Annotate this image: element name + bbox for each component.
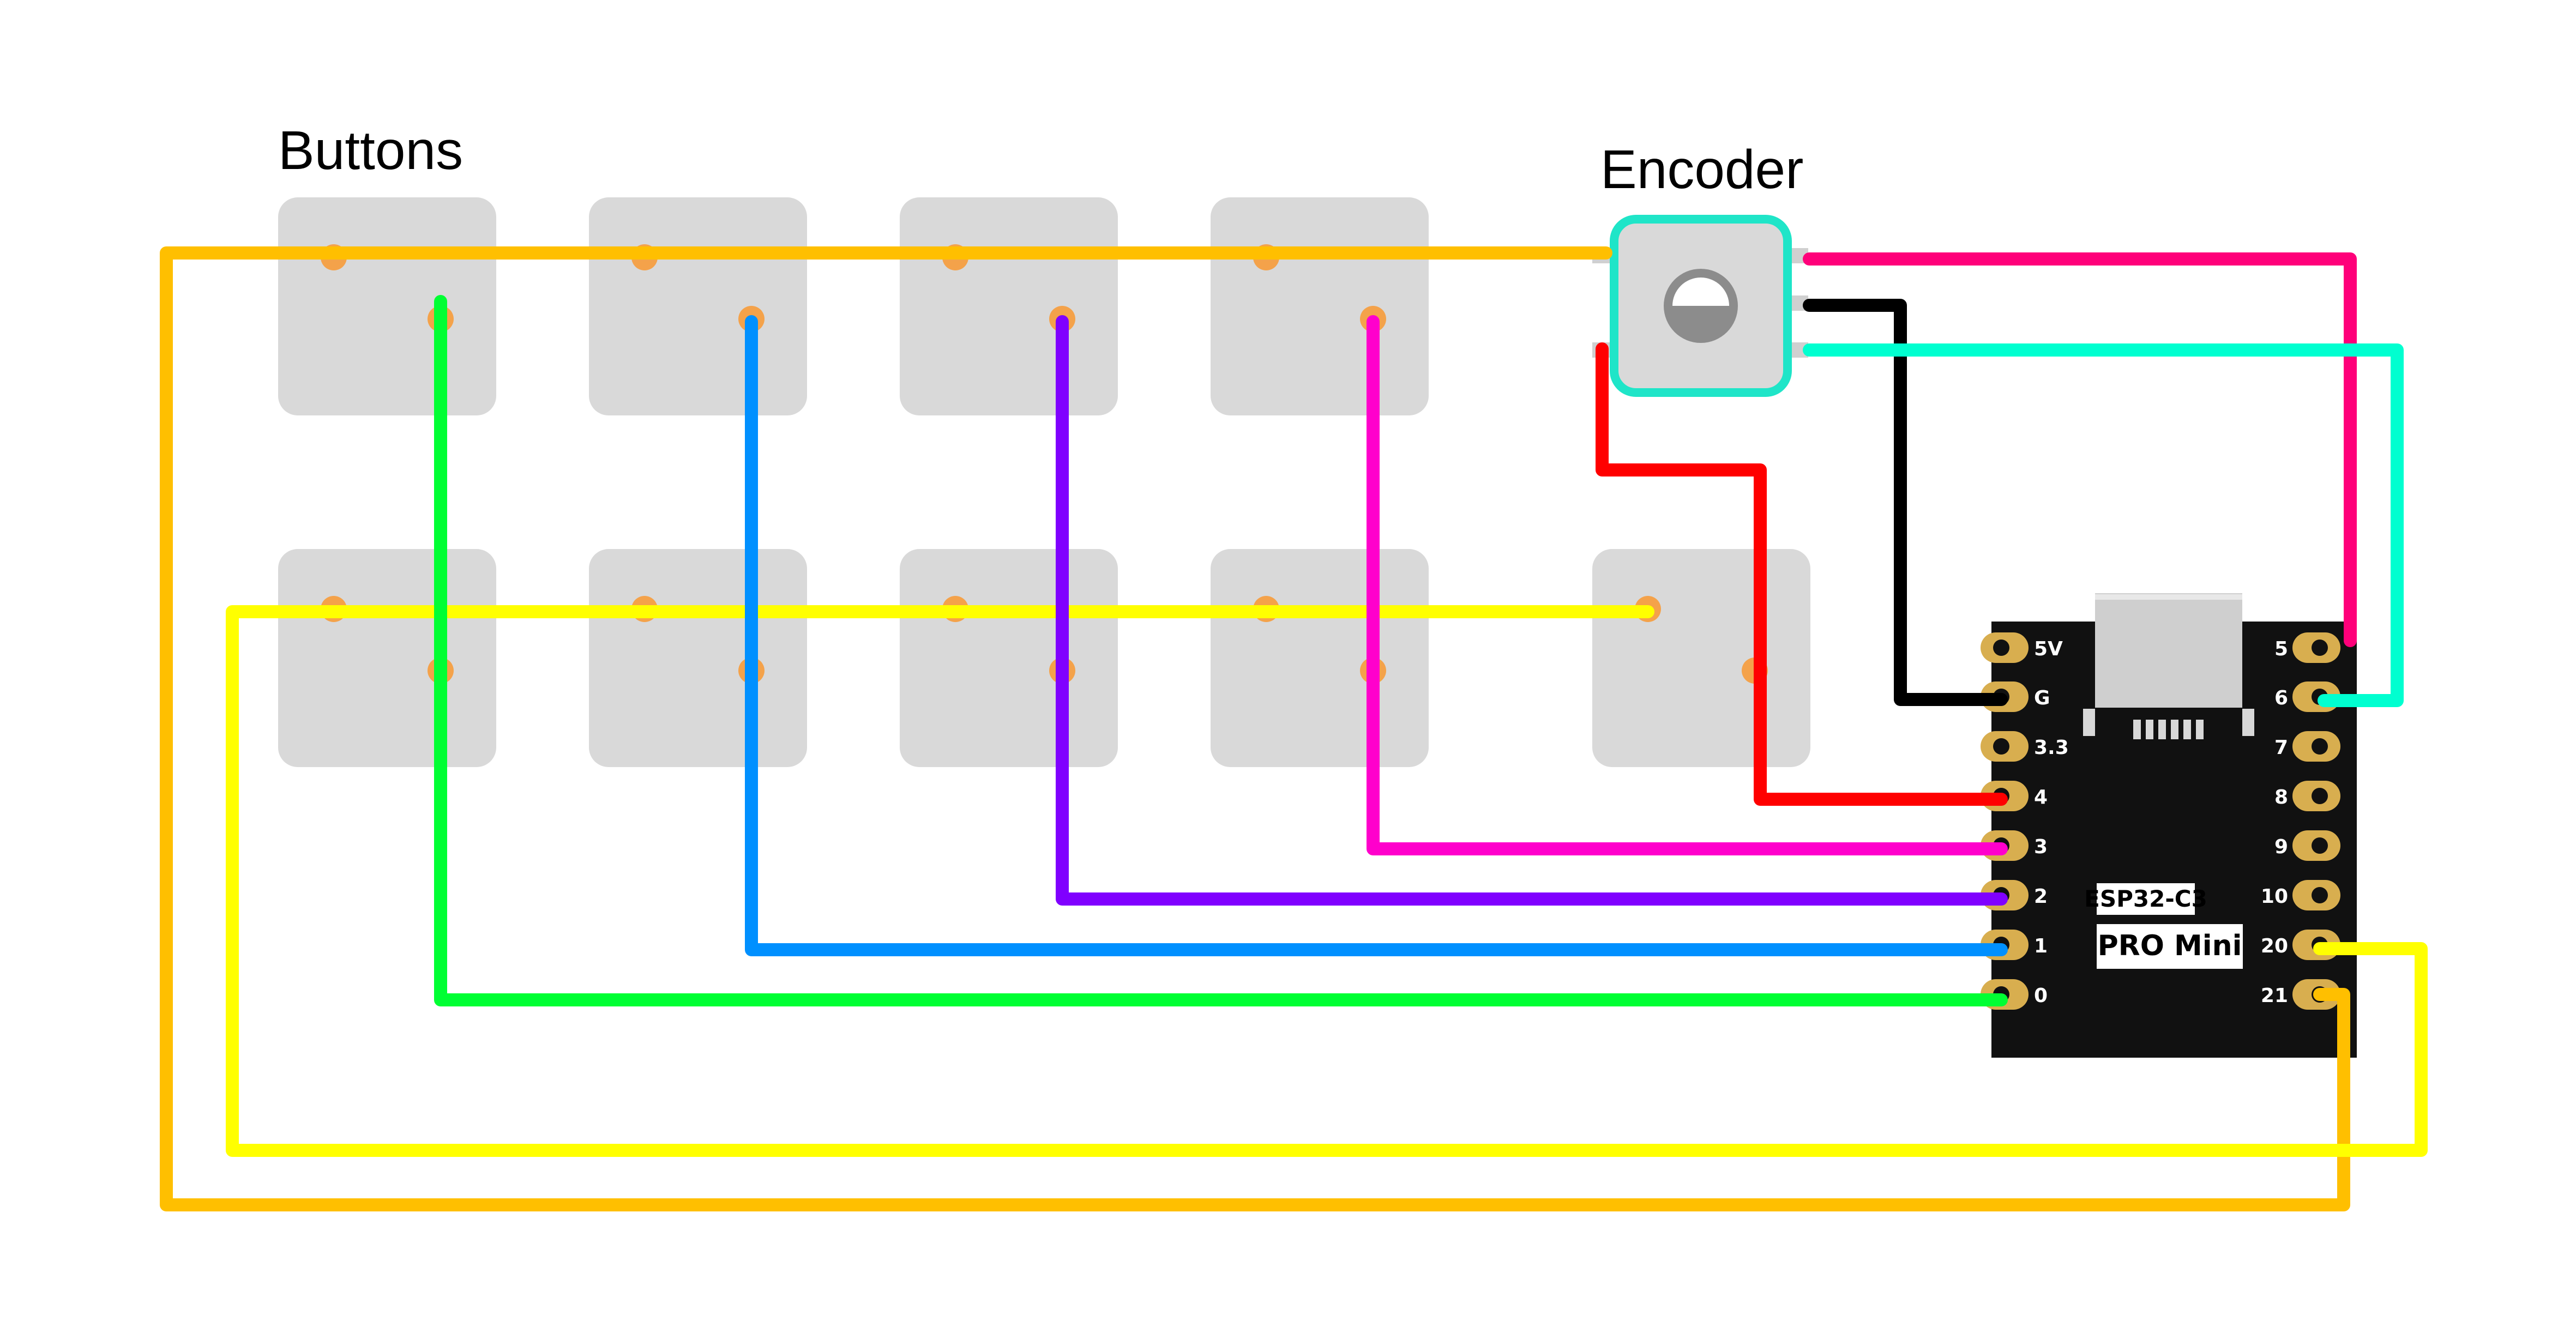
usb-contacts [2083, 709, 2254, 739]
wire-cyan [1803, 343, 2404, 707]
pin-label: 0 [2034, 985, 2048, 1007]
pin-label: 10 [2261, 885, 2288, 908]
encoder-knob-half [1672, 278, 1729, 306]
button-2 [589, 197, 807, 415]
pin-label: 20 [2261, 935, 2288, 957]
wire-magenta [1367, 315, 2008, 855]
pin-label: 1 [2034, 935, 2048, 957]
wire-green [434, 295, 2008, 1006]
button-grid [278, 197, 1810, 767]
pin-right-8 [2292, 781, 2340, 811]
wire-yellow [226, 605, 2428, 1157]
wires [160, 246, 2428, 1211]
button-3 [900, 197, 1118, 415]
wire-purple [1056, 315, 2008, 906]
wire-orange [160, 246, 2350, 1211]
pin-label: 6 [2274, 687, 2288, 709]
encoder [1592, 215, 1808, 397]
wire-red [1596, 342, 2008, 806]
board-name-line1: ESP32-C3 [2084, 885, 2207, 912]
pin-label: 5V [2034, 638, 2063, 660]
pin-right-10 [2292, 880, 2340, 910]
pin-label: G [2034, 687, 2050, 709]
button-5 [278, 549, 496, 767]
button-8 [1211, 549, 1429, 767]
pin-label: 3.3 [2034, 737, 2069, 759]
button-7 [900, 549, 1118, 767]
wire-black [1803, 299, 2008, 706]
esp32-board: ESP32-C3 PRO Mini 5V G [1981, 593, 2357, 1058]
button-9 [1592, 549, 1810, 767]
button-4 [1211, 197, 1429, 415]
encoder-heading: Encoder [1600, 139, 1803, 200]
pin-right-7 [2292, 731, 2340, 762]
pin-label: 9 [2274, 836, 2288, 858]
wire-blue [745, 315, 2008, 956]
usb-c-port-inner [2095, 594, 2242, 600]
board-name-line2: PRO Mini [2098, 930, 2242, 962]
pin-label: 8 [2274, 786, 2288, 809]
pin-label: 5 [2274, 638, 2288, 660]
right-pin-labels: 5 6 7 8 9 10 20 21 [2261, 638, 2288, 1007]
pin-label: 7 [2274, 737, 2288, 759]
chip-name-plate-1 [2097, 883, 2195, 915]
usb-c-port [2095, 593, 2242, 708]
pin-right-9 [2292, 830, 2340, 861]
button-1 [278, 197, 496, 415]
pin-right-5 [2292, 632, 2340, 663]
pin-left-3v3 [1981, 731, 2029, 762]
button-6 [589, 549, 807, 767]
pin-left-5v [1981, 632, 2029, 663]
buttons-heading: Buttons [278, 120, 463, 181]
pin-label: 3 [2034, 836, 2048, 858]
wire-pink [1803, 252, 2357, 647]
pin-label: 21 [2261, 985, 2288, 1007]
chip-name-plate-2 [2097, 924, 2243, 969]
left-pin-labels: 5V G 3.3 4 3 2 1 0 [2034, 638, 2069, 1007]
pin-label: 2 [2034, 885, 2048, 908]
pin-label: 4 [2034, 786, 2048, 809]
